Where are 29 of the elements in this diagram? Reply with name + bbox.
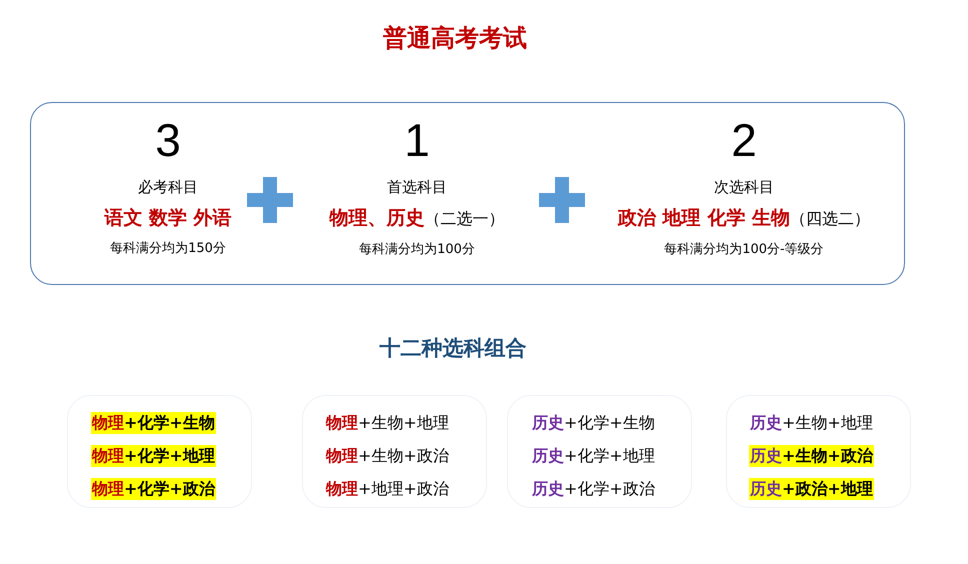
combo-text: 历史+化学+地理: [531, 445, 656, 467]
combo-card: [726, 395, 911, 508]
combo-text: 物理+生物+地理: [325, 412, 450, 434]
combo-text: 历史+化学+生物: [531, 412, 656, 434]
combo-text: 历史+生物+地理: [749, 412, 874, 434]
combo-text: 历史+生物+政治: [749, 445, 874, 467]
category-label: 次选科目: [714, 177, 774, 197]
combo-text: 物理+化学+政治: [91, 478, 216, 500]
rounded-panel: [30, 102, 905, 285]
count-number: 2: [731, 115, 757, 165]
combo-text: 历史+化学+政治: [531, 478, 656, 500]
count-number: 1: [404, 115, 430, 165]
combo-card: [67, 395, 252, 508]
category-label: 必考科目: [138, 177, 198, 197]
combo-text: 物理+化学+地理: [91, 445, 216, 467]
combo-text: 物理+生物+政治: [325, 445, 450, 467]
subject-list: 物理、历史（二选一）: [330, 207, 504, 230]
combo-text: 物理+地理+政治: [325, 478, 450, 500]
section-heading: 十二种选科组合: [378, 335, 528, 362]
score-note: 每科满分均为100分-等级分: [664, 241, 824, 259]
category-label: 首选科目: [387, 177, 447, 197]
count-number: 3: [155, 115, 181, 165]
heading: 普通高考考试: [382, 23, 528, 54]
combo-text: 物理+化学+生物: [91, 412, 216, 434]
score-note: 每科满分均为100分: [359, 241, 475, 259]
subject-list: 政治 地理 化学 生物（四选二）: [618, 207, 870, 230]
score-note: 每科满分均为150分: [110, 240, 226, 258]
combo-text: 历史+政治+地理: [749, 478, 874, 500]
subject-list: 语文 数学 外语: [104, 207, 232, 229]
